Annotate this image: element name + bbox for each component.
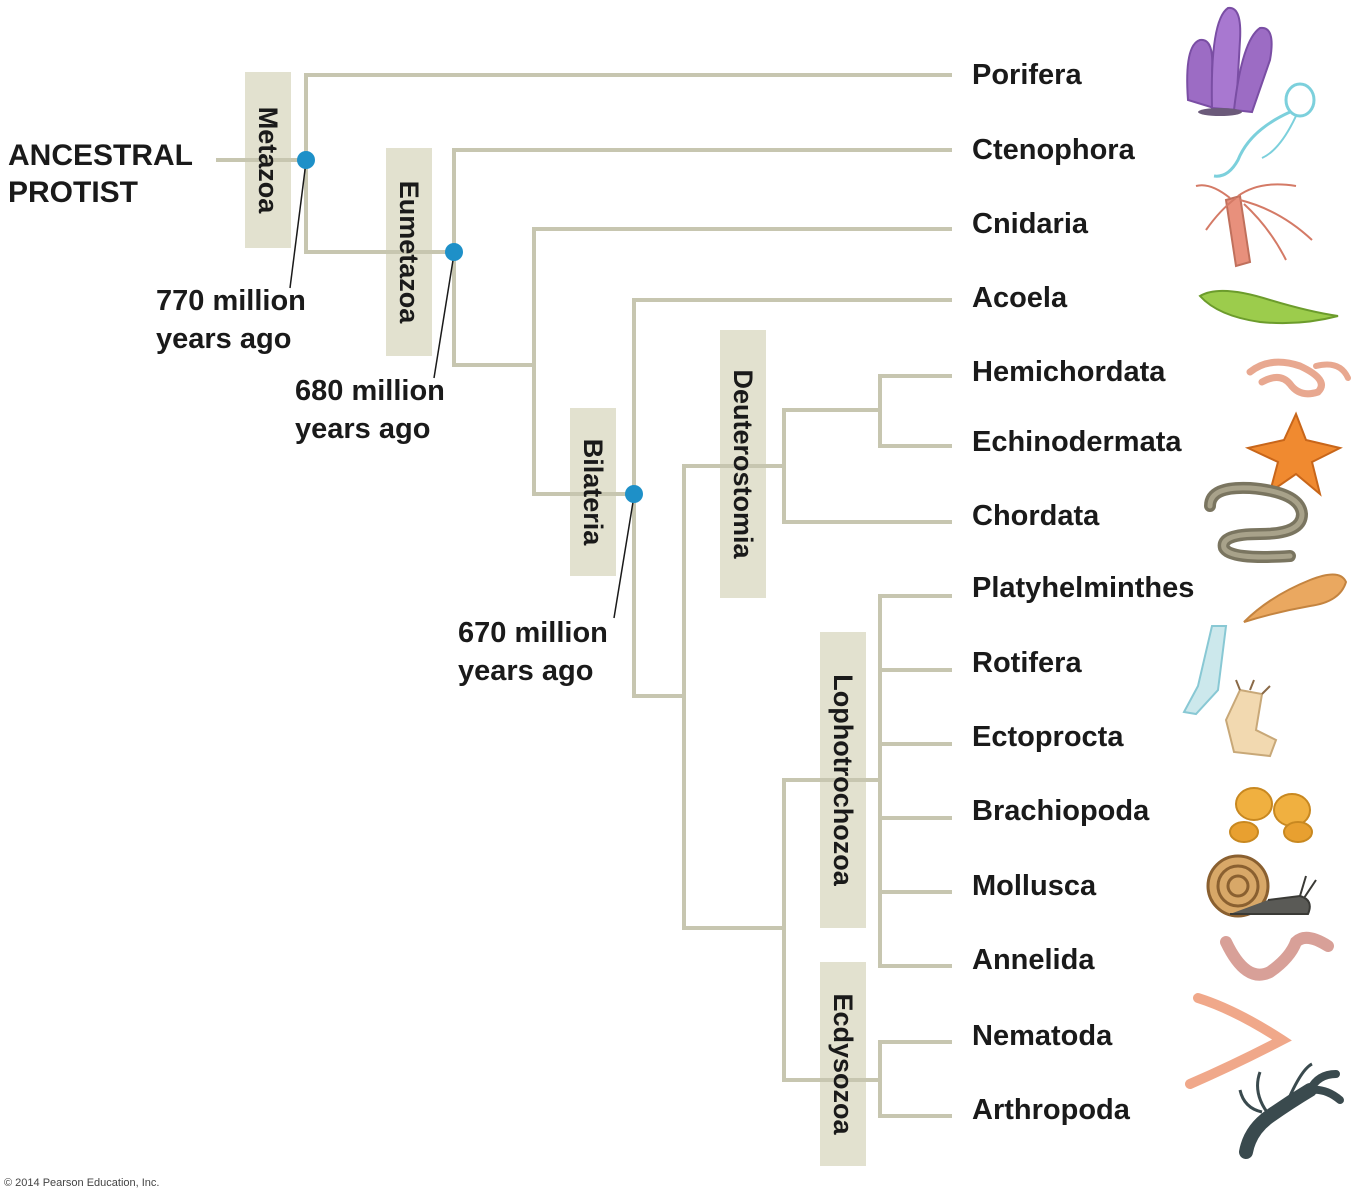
- bryozoan-icon: [1224, 679, 1278, 758]
- clade-label-ecdysozoa: Ecdysozoa: [828, 993, 858, 1135]
- taxon-label-platyhelminthes: Platyhelminthes: [972, 572, 1194, 604]
- time-pointers: [289, 161, 635, 619]
- taxon-label-rotifera: Rotifera: [972, 647, 1082, 679]
- lamp-shell-icon: [1229, 787, 1313, 843]
- time-label-680-line-1: 680 million: [295, 375, 445, 407]
- copyright-notice: © 2014 Pearson Education, Inc.: [4, 1177, 159, 1189]
- clade-label-bilateria: Bilateria: [578, 439, 608, 547]
- taxon-label-arthropoda: Arthropoda: [972, 1094, 1131, 1126]
- clade-label-lophotrochozoa: Lophotrochozoa: [828, 674, 858, 886]
- taxon-label-mollusca: Mollusca: [972, 870, 1097, 902]
- acorn-worm-icon: [1246, 358, 1351, 398]
- ecdysozoa-box: [820, 962, 866, 1166]
- taxon-labels: Porifera Ctenophora Cnidaria Acoela Hemi…: [972, 59, 1194, 1126]
- taxon-label-echinodermata: Echinodermata: [972, 426, 1182, 458]
- flatworm-icon: [1243, 573, 1348, 623]
- lamprey-icon: [1204, 481, 1309, 563]
- taxon-label-porifera: Porifera: [972, 59, 1082, 91]
- node-dot-eumetazoa: [445, 243, 463, 261]
- node-dot-bilateria: [625, 485, 643, 503]
- taxon-label-chordata: Chordata: [972, 500, 1100, 532]
- root-label-line-1: ANCESTRAL: [8, 139, 193, 172]
- sponge-icon: [1186, 6, 1273, 116]
- lobster-icon: [1238, 1062, 1344, 1159]
- taxon-label-annelida: Annelida: [972, 944, 1095, 976]
- branches: [216, 73, 952, 1118]
- taxon-label-hemichordata: Hemichordata: [972, 356, 1166, 388]
- clade-label-eumetazoa: Eumetazoa: [394, 181, 424, 325]
- clade-label-deuterostomia: Deuterostomia: [728, 369, 758, 559]
- clade-labels: Metazoa Eumetazoa Bilateria Deuterostomi…: [253, 107, 858, 1136]
- time-label-670-line-2: years ago: [458, 655, 593, 687]
- time-label-670-line-1: 670 million: [458, 617, 608, 649]
- roundworm-icon: [1185, 993, 1292, 1089]
- earthworm-icon: [1220, 931, 1334, 981]
- taxon-label-ectoprocta: Ectoprocta: [972, 721, 1124, 753]
- flatworm-acoel-icon: [1198, 289, 1339, 325]
- taxon-label-brachiopoda: Brachiopoda: [972, 795, 1150, 827]
- taxon-label-nematoda: Nematoda: [972, 1020, 1113, 1052]
- time-label-680-line-2: years ago: [295, 413, 430, 445]
- node-dot-metazoa: [297, 151, 315, 169]
- root-label-line-2: PROTIST: [8, 176, 138, 209]
- taxon-label-ctenophora: Ctenophora: [972, 134, 1136, 166]
- node-dots: [297, 151, 643, 503]
- taxon-label-acoela: Acoela: [972, 282, 1068, 314]
- clade-label-metazoa: Metazoa: [253, 107, 283, 215]
- rotifer-icon: [1182, 625, 1228, 716]
- jellyfish-icon: [1195, 183, 1313, 268]
- time-label-770-line-2: years ago: [156, 323, 291, 355]
- time-label-770-line-1: 770 million: [156, 285, 306, 317]
- sea-star-icon: [1244, 411, 1343, 497]
- taxon-label-cnidaria: Cnidaria: [972, 208, 1089, 240]
- comb-jelly-icon: [1213, 82, 1316, 178]
- animal-illustrations: [1182, 6, 1351, 1159]
- snail-icon: [1206, 854, 1317, 918]
